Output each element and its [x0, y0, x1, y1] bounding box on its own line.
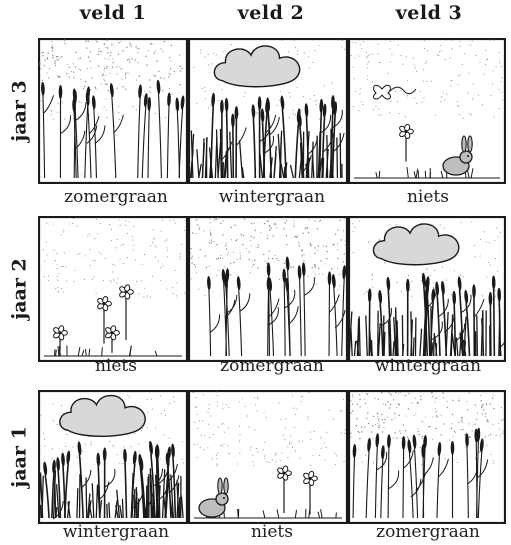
field-caption: zomergraan: [194, 356, 350, 376]
year-strip-jaar-2: [38, 216, 506, 362]
row-label-jaar-2: jaar 2: [0, 218, 40, 360]
row-label-text: jaar 2: [9, 258, 31, 319]
field-caption: zomergraan: [350, 522, 506, 542]
field-caption: niets: [38, 356, 194, 376]
field-drawing-row-1: [38, 390, 506, 524]
year-strip-jaar-3: [38, 38, 506, 184]
field-caption: wintergraan: [194, 187, 350, 207]
column-header-veld-3: veld 3: [354, 2, 504, 24]
row-label-jaar-3: jaar 3: [0, 40, 40, 182]
column-header-veld-1: veld 1: [38, 2, 188, 24]
field-caption: wintergraan: [38, 522, 194, 542]
row-label-jaar-1: jaar 1: [0, 392, 40, 522]
row-label-text: jaar 3: [9, 80, 31, 141]
field-caption: wintergraan: [350, 356, 506, 376]
field-drawing-row-2: [38, 216, 506, 362]
field-caption: niets: [350, 187, 506, 207]
field-drawing-row-3: [38, 38, 506, 184]
column-header-veld-2: veld 2: [196, 2, 346, 24]
field-caption: niets: [194, 522, 350, 542]
year-strip-jaar-1: [38, 390, 506, 524]
row-label-text: jaar 1: [9, 426, 31, 487]
field-caption: zomergraan: [38, 187, 194, 207]
